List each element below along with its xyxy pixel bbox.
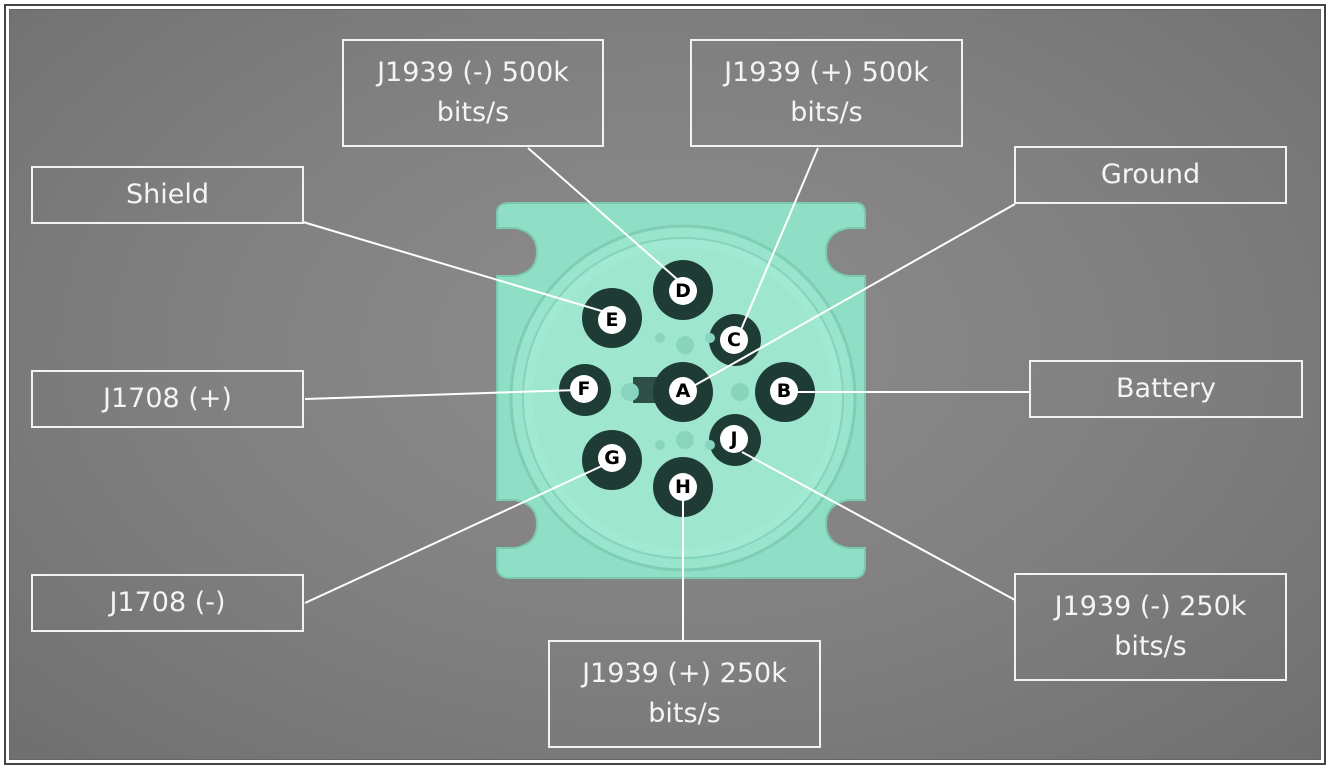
pin-c-letter: C [720,326,748,354]
label-pin-g: J1708 (-) [31,574,304,632]
label-pin-d: J1939 (-) 500k bits/s [342,39,604,147]
label-pin-c: J1939 (+) 500k bits/s [690,39,963,147]
leader-lines [302,147,1030,640]
leader-line-c [739,147,819,333]
pin-j-letter: J [720,425,748,453]
leader-line-f [304,389,579,400]
pin-h-letter: H [669,473,697,501]
label-pin-f: J1708 (+) [31,370,304,428]
label-pin-a: Ground [1014,146,1287,204]
leader-line-e [302,221,606,313]
leader-line-d [527,147,679,281]
label-pin-h: J1939 (+) 250k bits/s [548,640,821,748]
label-pin-e: Shield [31,166,304,224]
leader-line-a [689,203,1016,389]
diagram-background [9,9,1321,760]
pin-e-letter: E [598,306,626,334]
pin-f-letter: F [570,375,598,403]
label-pin-b: Battery [1029,360,1303,418]
pin-a-letter: A [669,377,697,405]
pin-b-letter: B [770,377,798,405]
image-frame [4,4,1326,765]
leader-line-g [304,464,605,604]
pin-d-letter: D [669,277,697,305]
pin-sockets [559,260,815,517]
leader-line-j [741,451,1016,601]
label-pin-j: J1939 (-) 250k bits/s [1014,573,1287,681]
pin-g-letter: G [598,444,626,472]
